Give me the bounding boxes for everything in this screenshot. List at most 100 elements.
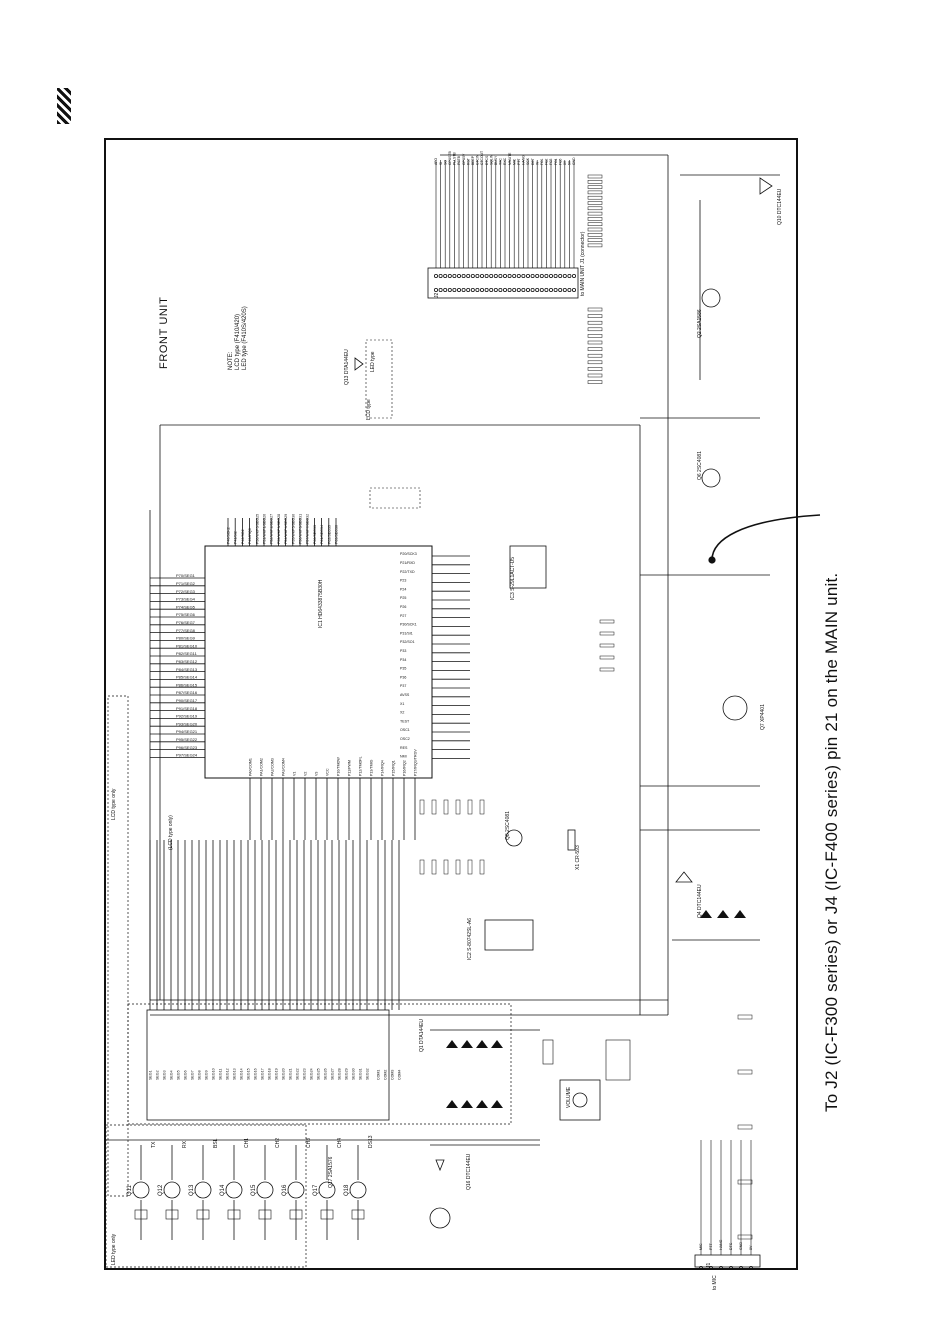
q8-label: Q8 2SC4081 — [505, 811, 511, 840]
ic1-pin-right-label: P30/SCK1 — [400, 623, 417, 627]
j2-signal-label: AFO — [434, 158, 438, 165]
ic1-pin-left-label: P77/SEG8 — [176, 628, 196, 633]
led-driver-resistor — [196, 1209, 210, 1220]
led-signal-label: DS13 — [368, 1135, 374, 1148]
j2-pin-dot — [438, 273, 443, 278]
j1-pin-label: DTC — [729, 1242, 733, 1250]
led-driver-resistor — [289, 1209, 303, 1220]
ic3-ref: IC3 — [510, 592, 516, 600]
j2-pin-dot — [461, 273, 466, 278]
led-indicator — [476, 1100, 488, 1108]
j2-signal-label: BEEP — [471, 155, 475, 165]
j2-signal-label: CPUSTB — [448, 151, 452, 165]
ic1-pin-bottom-label: VCC — [326, 768, 330, 776]
ic3-part: S-29L1ACT-U5 — [510, 556, 516, 591]
ic1-pin-right-label: P23 — [400, 579, 406, 583]
to-main-unit-label: to MAIN UNIT J1 (connector) — [580, 231, 586, 296]
j1-pin-label: PTT — [709, 1242, 713, 1250]
j2-pin-dot — [484, 273, 489, 278]
q6-transistor — [701, 468, 721, 488]
pull-resistor — [599, 667, 615, 672]
connector-filter-cap — [587, 243, 603, 248]
j2-signal-label: FC1 — [540, 158, 544, 165]
j1-pin-label: GND — [739, 1242, 743, 1250]
ic1-pin-right-label: P33 — [400, 649, 406, 653]
j2-pin-dot — [443, 287, 448, 292]
j2-signal-label: HANG — [522, 155, 526, 165]
segment-label: SEG24 — [310, 1068, 314, 1080]
ic1-pin-left-label: P71/SEG2 — [176, 581, 196, 586]
ic1-pin-top-label: P52/WKP2/SEG27 — [270, 514, 274, 544]
j2-pin-dot — [470, 287, 475, 292]
note-line-2: LED type (F410S/420S) — [242, 306, 248, 370]
j2-signal-label: FC5 — [558, 158, 562, 165]
ic1-pin-top-label: P63/SEG36 — [335, 525, 339, 544]
pull-resistor — [599, 631, 615, 636]
connector-filter-cap — [587, 227, 603, 232]
led-driver-resistor — [258, 1209, 272, 1220]
ic1-pin-right-label: P25 — [400, 596, 406, 600]
connector-filter-resistor — [587, 340, 603, 345]
ic2-part: S-80742SL-A6 — [467, 918, 473, 951]
j2-pin-dot — [530, 273, 535, 278]
switch-s2 — [605, 1039, 631, 1081]
led-signal-label: CH4 — [337, 1138, 343, 1148]
ic1-pin-left-label: P90/SEG17 — [176, 698, 198, 703]
j2-pin-dot — [562, 273, 567, 278]
j2-signal-label: PSTB — [457, 155, 461, 165]
j2-pin-dot — [443, 273, 448, 278]
com-label: COM3 — [391, 1070, 395, 1080]
j2-pin-dot — [521, 273, 526, 278]
ic1-pin-bottom-label: PA2/COM3 — [271, 758, 275, 776]
segment-label: SEG18 — [268, 1068, 272, 1080]
mic-filter-cap — [737, 1234, 753, 1240]
ic1-pin-bottom-label: V3 — [315, 772, 319, 776]
ic1-pin-top-label: P57/WKP7/SEG32 — [306, 514, 310, 544]
j2-pin-dot — [466, 273, 471, 278]
ic1-pin-bottom-label: V1 — [293, 772, 297, 776]
j2-signal-label: 5V — [568, 160, 572, 165]
j2-signal-label: MIC — [512, 158, 516, 165]
segment-label: SEG30 — [352, 1068, 356, 1080]
lcd-display-block — [146, 1009, 390, 1121]
j2-pin-dot — [544, 287, 549, 292]
j2-pin-dot — [502, 287, 507, 292]
pull-resistor — [599, 655, 615, 660]
ic1-pin-top-label: P61/SEG34 — [320, 525, 324, 544]
connector-filter-cap — [587, 233, 603, 237]
ic1-pin-top-label: P51/WKP1/SEG26 — [263, 514, 267, 544]
segment-label: SEG32 — [366, 1068, 370, 1080]
led-signal-label: TX — [151, 1141, 157, 1148]
j2-signal-label: SCK — [526, 157, 530, 165]
segment-label: SEG12 — [226, 1068, 230, 1080]
connector-filter-cap — [587, 180, 603, 184]
j2-signal-label: 8V — [563, 160, 567, 165]
j2-pin-dot — [567, 287, 572, 292]
led-transistor-label: Q14 — [220, 1184, 226, 1196]
j2-pin-dot — [502, 273, 507, 278]
ic1-pin-bottom-label: P16/IRQ2 — [403, 760, 407, 776]
ic1-pin-top-label: P55/WKP5/SEG30 — [291, 514, 295, 544]
connector-filter-resistor — [587, 334, 603, 338]
segment-label: SEG25 — [317, 1068, 321, 1080]
led-signal-label: RX — [182, 1140, 188, 1148]
j2-pin-dot — [558, 287, 563, 292]
j1-mic-connector — [694, 1254, 761, 1268]
d-diode — [700, 910, 712, 918]
q8-ref: Q8 — [505, 833, 511, 840]
j2-pin-dot — [456, 273, 461, 278]
d-diode — [717, 910, 729, 918]
led-transistor-circle — [225, 1181, 243, 1199]
front-unit-border — [104, 138, 798, 1270]
connector-filter-resistor — [587, 367, 603, 371]
j2-pin-dot — [572, 287, 577, 292]
j2-pin-dot — [530, 287, 535, 292]
j2-signal-label: FC3 — [549, 158, 553, 165]
j2-signal-label: PLLSTB — [453, 152, 457, 165]
q13-label: Q13 DTA144EU — [344, 349, 350, 385]
volume-label: VOLUME — [566, 1086, 572, 1108]
segment-label: SEG13 — [233, 1068, 237, 1080]
ic1-pin-right-label: P24 — [400, 587, 406, 591]
com-label: COM1 — [377, 1070, 381, 1080]
